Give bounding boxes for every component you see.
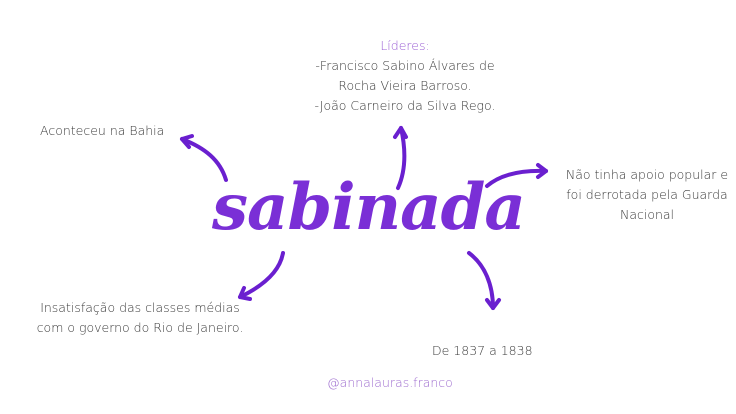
leaders-line-2: Rocha Vieira Barroso. [338, 78, 472, 93]
outcome-line-1: Não tinha apoio popular e [565, 167, 729, 182]
cause-line-2: com o governo do Rio de Janeiro. [36, 320, 244, 335]
leaders-line-3: -João Carneiro da Silva Rego. [314, 98, 496, 113]
arrow-to-cause-icon [238, 251, 285, 301]
cause-line-1: Insatisfação das classes médias [40, 300, 240, 315]
arrow-to-dates-icon [467, 251, 501, 310]
outcome-line-3: Nacional [619, 207, 675, 222]
outcome-line-2: foi derrotada pela Guarda [566, 187, 728, 202]
leaders-line-1: -Francisco Sabino Álvares de [315, 58, 495, 73]
arrow-to-location-icon [180, 134, 228, 182]
location-node: Aconteceu na Bahia [40, 123, 165, 138]
cause-node: Insatisfação das classes médias com o go… [30, 298, 250, 338]
arrow-to-outcome-icon [485, 163, 548, 188]
arrow-to-leaders-icon [393, 126, 408, 190]
dates-node: De 1837 a 1838 [432, 343, 533, 358]
leaders-node: Líderes: -Francisco Sabino Álvares de Ro… [300, 36, 510, 116]
author-handle: @annalauras.franco [327, 375, 453, 390]
outcome-node: Não tinha apoio popular e foi derrotada … [556, 165, 736, 225]
leaders-title: Líderes: [380, 38, 430, 53]
central-title: sabinada [212, 170, 526, 245]
